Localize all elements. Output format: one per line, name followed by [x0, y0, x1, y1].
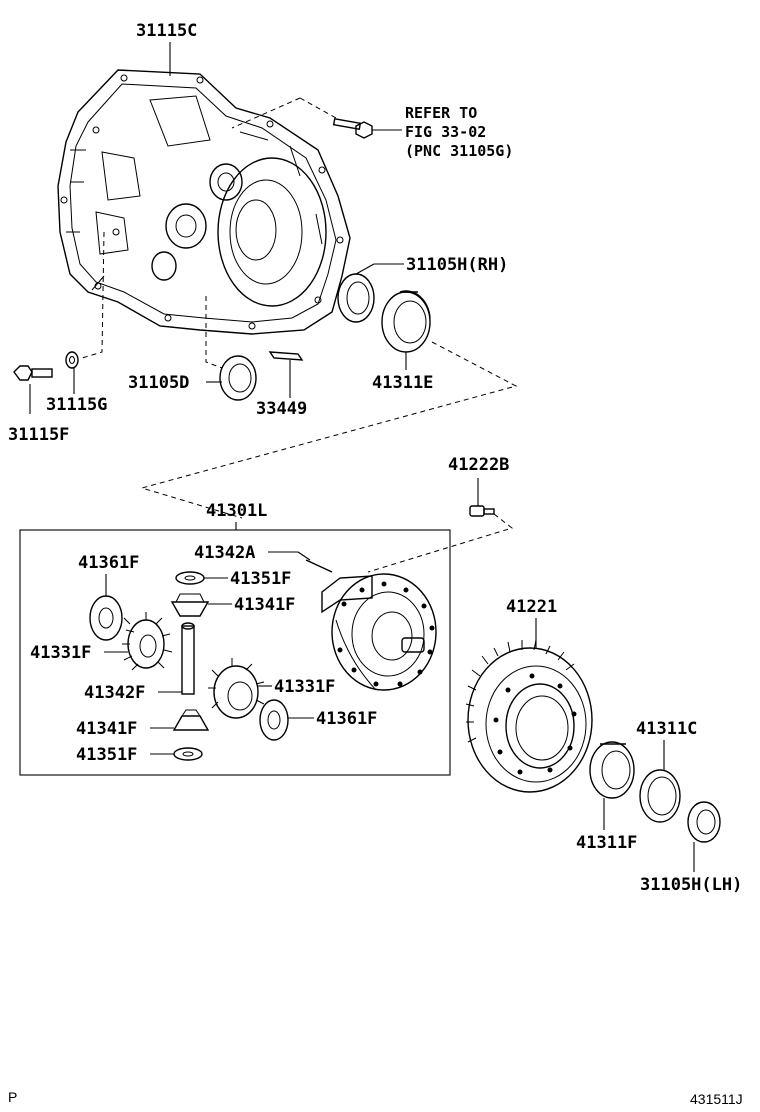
label-41342f: 41342F	[84, 683, 145, 703]
refer-note-line3: (PNC 31105G)	[405, 142, 513, 160]
pinion-41341f-lower-drawing	[150, 709, 210, 731]
label-41221: 41221	[506, 597, 557, 617]
bearing-41311f-drawing	[589, 741, 635, 830]
oil-seal-lh-drawing	[687, 801, 721, 872]
thrust-washer-41361f-lower-drawing	[259, 699, 314, 741]
label-41351f-lower: 41351F	[76, 745, 137, 765]
refer-note-line2: FIG 33-02	[405, 123, 486, 141]
bolt-41222b-drawing	[367, 478, 514, 573]
refer-note-line1: REFER TO	[405, 104, 477, 122]
label-41311e: 41311E	[372, 373, 433, 393]
label-31105h-rh: 31105H(RH)	[406, 255, 508, 275]
pin-41342a-drawing	[268, 551, 333, 573]
label-31115f: 31115F	[8, 425, 69, 445]
label-41351f-upper: 41351F	[230, 569, 291, 589]
label-31105d: 31105D	[128, 373, 189, 393]
label-41341f-lower: 41341F	[76, 719, 137, 739]
label-31115c: 31115C	[136, 21, 197, 41]
lower-seal-plate-drawing	[205, 296, 304, 401]
pinion-41341f-upper-drawing	[170, 593, 232, 617]
transaxle-housing-drawing	[57, 69, 351, 335]
bearing-race-41311c-drawing	[639, 740, 681, 823]
assembly-41301l-box	[19, 529, 451, 776]
label-41331f-upper: 41331F	[30, 643, 91, 663]
rh-seal-bearing-drawing	[337, 263, 431, 370]
bolt-washer-drawing	[13, 231, 105, 414]
corner-mark-left: P	[8, 1089, 17, 1105]
label-41341f-upper: 41341F	[234, 595, 295, 615]
thrust-washer-41361f-upper-drawing	[89, 574, 123, 641]
washer-41351f-upper-drawing	[175, 571, 228, 585]
label-41331f-lower: 41331F	[274, 677, 335, 697]
shaft-41342f-drawing	[158, 622, 195, 695]
label-31105h-lh: 31105H(LH)	[640, 875, 742, 895]
ring-gear-41221-drawing	[465, 618, 593, 793]
label-41361f-upper: 41361F	[78, 553, 139, 573]
differential-case-drawing	[321, 573, 437, 691]
label-41361f-lower: 41361F	[316, 709, 377, 729]
side-gear-41331f-upper-drawing	[104, 612, 173, 671]
label-41311c: 41311C	[636, 719, 697, 739]
label-41342a: 41342A	[194, 543, 255, 563]
label-33449: 33449	[256, 399, 307, 419]
case-bolt-refer-drawing	[231, 97, 402, 139]
assembly-guide-line	[140, 341, 518, 519]
label-41311f: 41311F	[576, 833, 637, 853]
label-41301l: 41301L	[206, 501, 267, 521]
label-31115g: 31115G	[46, 395, 107, 415]
side-gear-41331f-lower-drawing	[208, 658, 272, 719]
label-41222b: 41222B	[448, 455, 509, 475]
figure-code: 431511J	[690, 1091, 743, 1107]
washer-41351f-lower-drawing	[150, 747, 203, 761]
